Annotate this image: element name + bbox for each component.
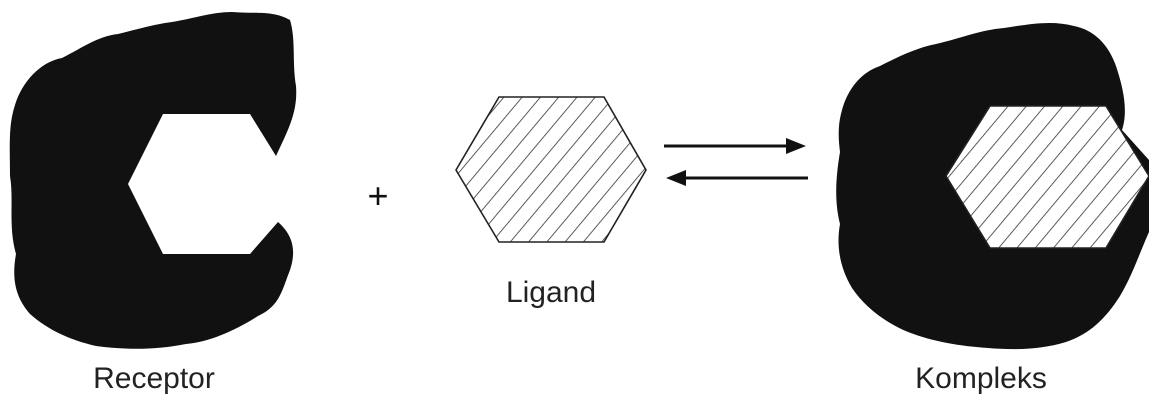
reverse-arrow — [666, 170, 808, 186]
complex-label: Kompleks — [915, 362, 1047, 395]
receptor-label: Receptor — [93, 362, 215, 395]
receptor-shape — [9, 12, 297, 349]
complex-ligand-hexagon — [945, 105, 1149, 249]
equilibrium-arrows — [664, 138, 808, 186]
plus-sign: + — [367, 175, 388, 216]
forward-arrow — [664, 138, 806, 154]
ligand-label: Ligand — [505, 276, 597, 309]
ligand-hexagon — [455, 96, 647, 243]
